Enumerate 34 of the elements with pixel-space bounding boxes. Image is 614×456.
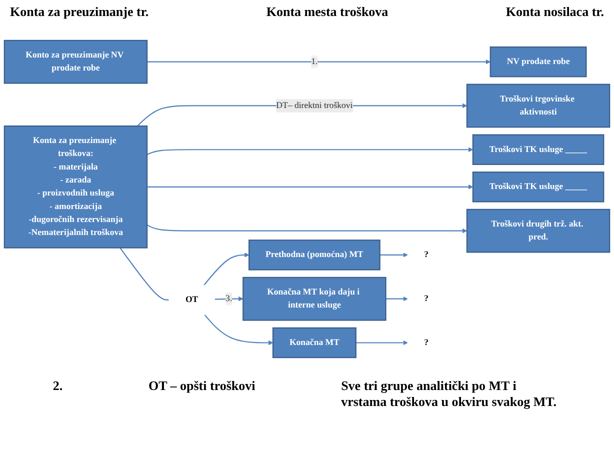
node-box: Konto za preuzimanje NV prodate robe xyxy=(4,40,148,84)
node-text: OT xyxy=(185,295,198,304)
connector xyxy=(120,248,169,300)
arrow xyxy=(386,296,408,302)
node-box: Troškovi TK usluge _____ xyxy=(472,172,604,202)
arrow xyxy=(147,184,474,190)
node-box: Troškovi TK usluge _____ xyxy=(472,134,604,165)
edge-label: 1. xyxy=(311,56,318,66)
arrow xyxy=(204,252,250,286)
node-box: Troškovi trgovinske aktivnosti xyxy=(466,84,610,128)
arrow xyxy=(356,340,408,346)
note: OT – opšti troškovi xyxy=(148,378,256,394)
node-box: Konačna MT koja daju i interne usluge xyxy=(242,276,386,321)
arrow xyxy=(204,314,274,346)
note: Sve tri grupe analitički po MT i vrstama troškova u okviru svakog MT. xyxy=(341,378,558,410)
node-box: Konta za preuzimanje troškova: - materijala - zarada - proizvodnih usluga - amortizacija -dugoročnih rezervisanja -Nematerijalnih troškova xyxy=(4,125,148,248)
edge-label: DT– direktni troškovi xyxy=(276,100,353,110)
node-box: Prethodna (pomoćna) MT xyxy=(248,240,380,270)
arrow xyxy=(146,224,468,234)
node-text: ? xyxy=(424,294,429,304)
arrow xyxy=(214,296,244,302)
node-box: Konačna MT xyxy=(272,327,356,358)
arrow xyxy=(380,252,408,258)
node-text: ? xyxy=(424,338,429,348)
column-heading: Konta nosilaca tr. xyxy=(506,4,604,20)
edge-label: 3. xyxy=(226,294,232,304)
node-box: Troškovi drugih trž. akt. pred. xyxy=(466,208,610,253)
node-text: ? xyxy=(424,250,429,260)
arrow xyxy=(147,59,491,64)
column-heading: Konta za preuzimanje tr. xyxy=(10,4,149,20)
arrow xyxy=(146,147,474,156)
column-heading: Konta mesta troškova xyxy=(266,4,388,20)
node-box: NV prodate robe xyxy=(490,46,587,78)
step-number: 2. xyxy=(52,378,63,394)
